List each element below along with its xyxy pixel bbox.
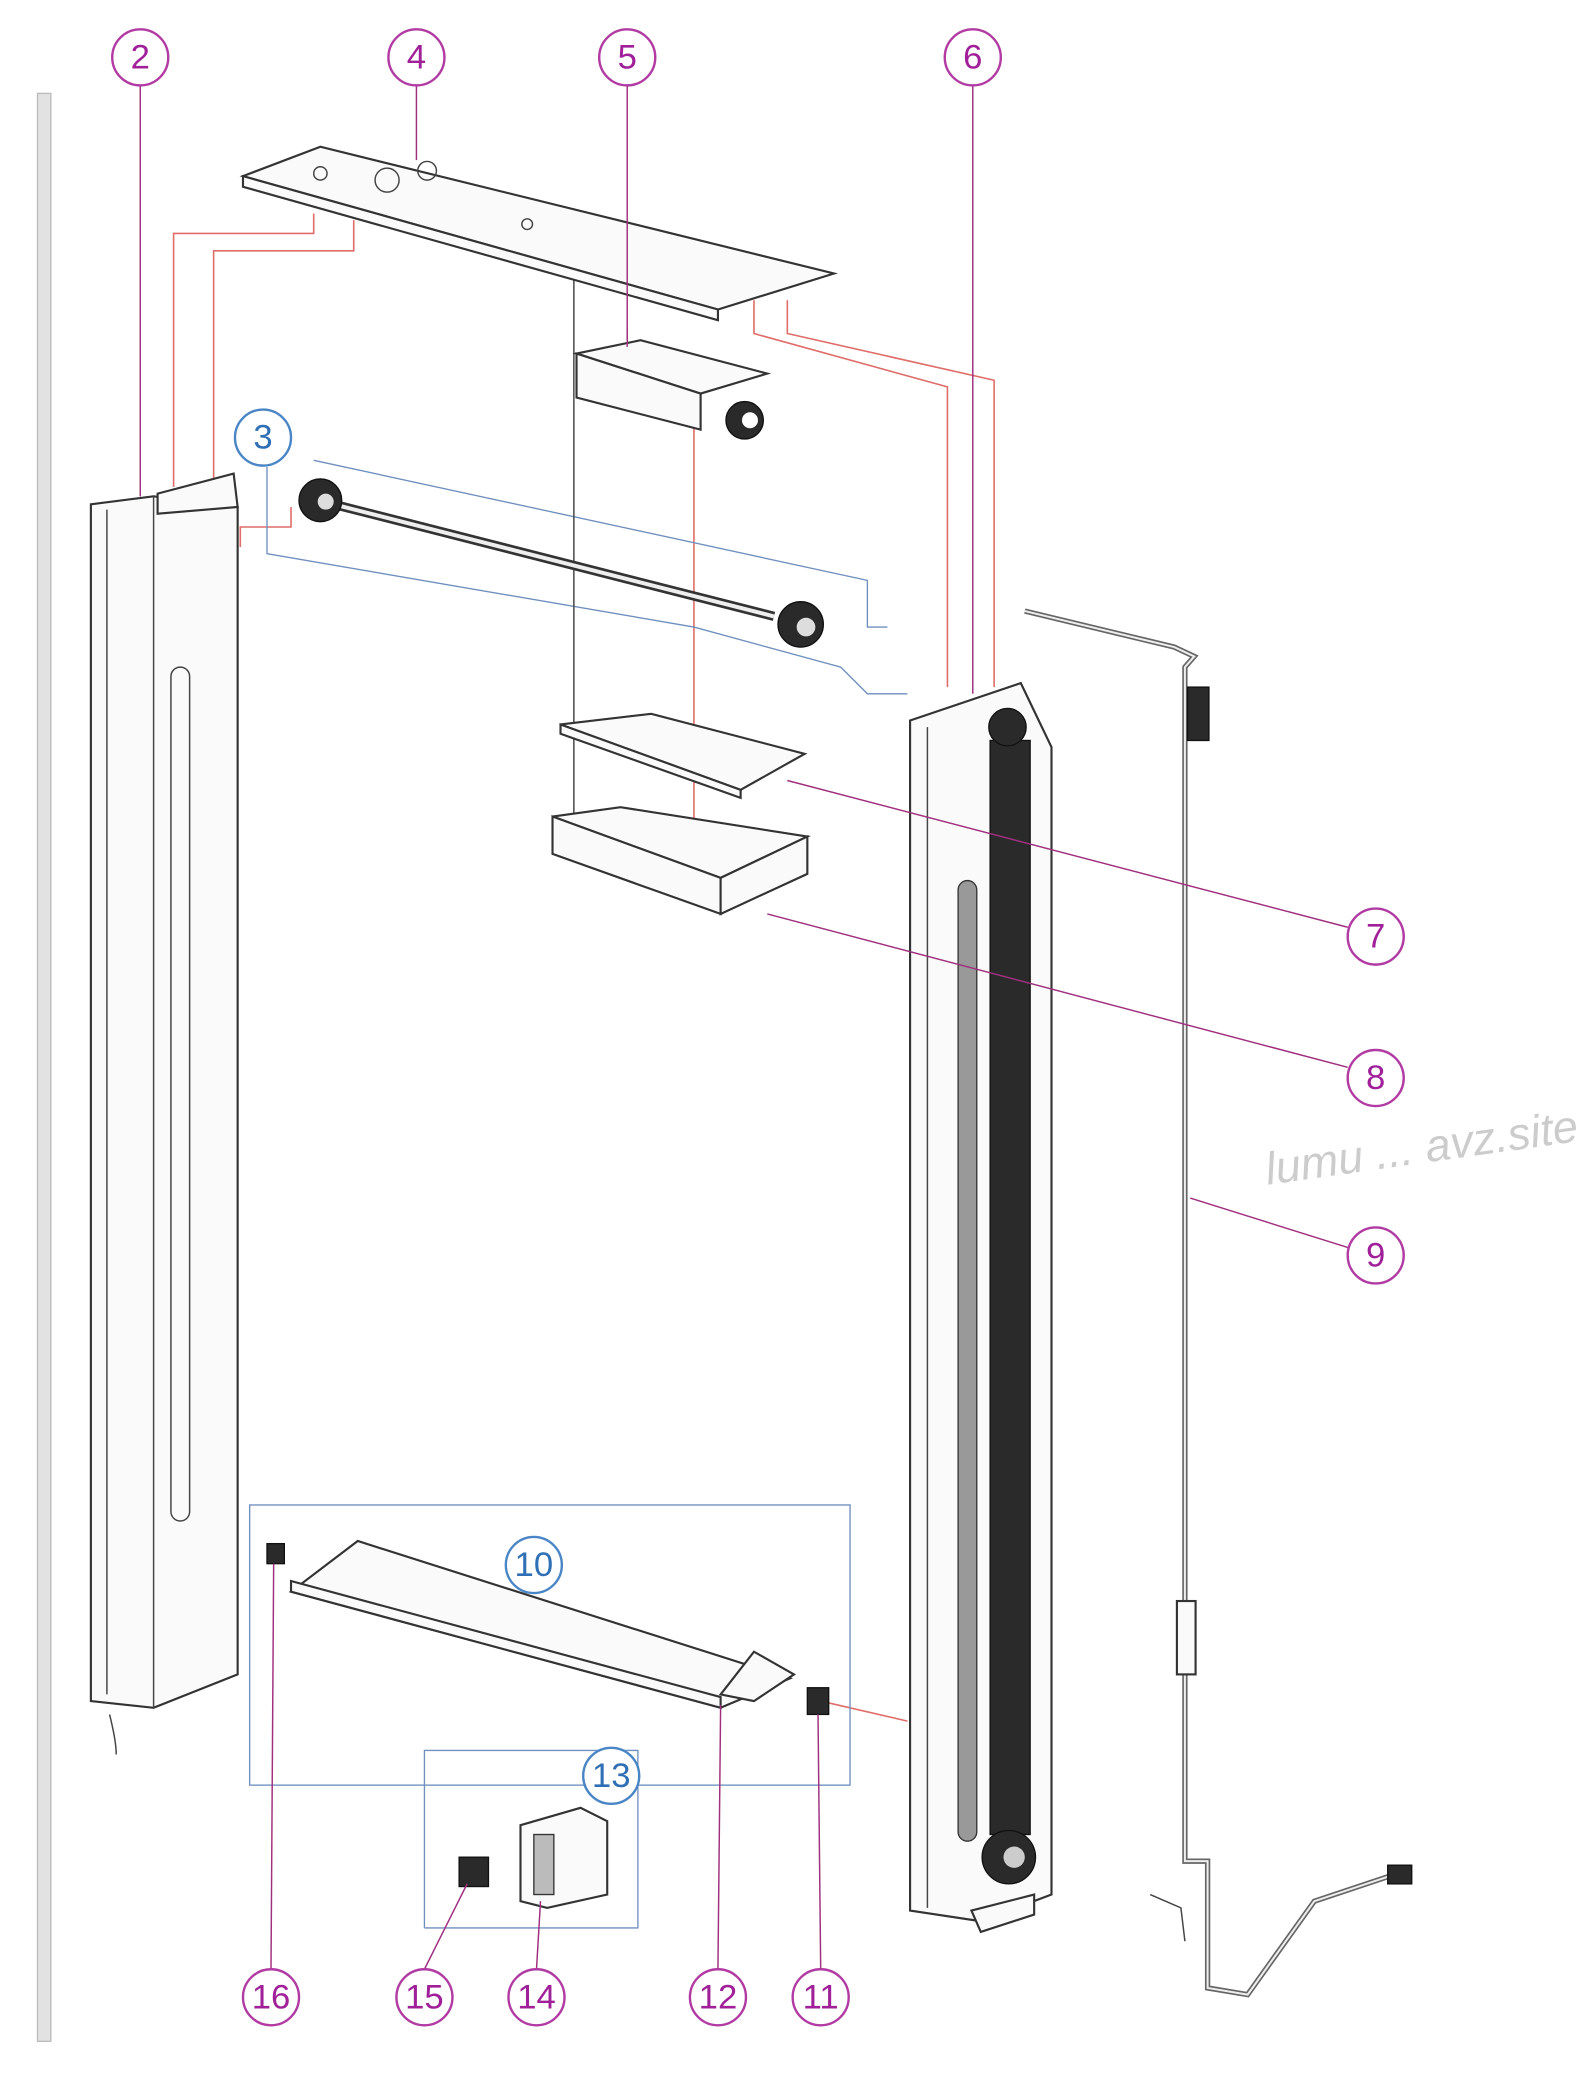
red-guide-lines [172, 213, 995, 1722]
svg-text:10: 10 [515, 1546, 554, 1584]
callout-3: 3 [233, 408, 293, 467]
part-11-bracket [806, 1687, 830, 1716]
callout-15: 15 [395, 1968, 454, 2027]
part-2-left-column [89, 472, 239, 1755]
callout-12: 12 [688, 1968, 748, 2027]
wall-edge [36, 92, 52, 2042]
part-7-tray [559, 712, 808, 800]
callout-9: 9 [1346, 1226, 1405, 1285]
part-3-shaft [298, 478, 825, 648]
svg-text:4: 4 [407, 38, 426, 76]
part-5-motor-box [572, 339, 772, 440]
svg-text:13: 13 [592, 1757, 631, 1795]
svg-text:3: 3 [253, 419, 272, 457]
callout-14: 14 [507, 1968, 566, 2027]
svg-text:11: 11 [803, 1978, 839, 2016]
part-10-bottom-tray [288, 1539, 797, 1710]
callout-8: 8 [1346, 1048, 1405, 1108]
part-14-hinge-bracket [519, 1806, 609, 1909]
svg-text:16: 16 [252, 1978, 291, 2016]
svg-text:5: 5 [618, 38, 637, 76]
svg-text:9: 9 [1366, 1236, 1385, 1274]
svg-text:6: 6 [963, 38, 982, 76]
callout-5: 5 [598, 28, 657, 87]
callout-2: 2 [111, 28, 170, 87]
part-16-bracket [266, 1542, 286, 1565]
part-15-clip [458, 1856, 490, 1888]
svg-text:12: 12 [699, 1978, 738, 2016]
part-8-channel [551, 806, 811, 916]
svg-text:7: 7 [1366, 918, 1385, 956]
svg-text:8: 8 [1366, 1059, 1385, 1097]
svg-text:2: 2 [131, 38, 150, 76]
callout-10: 10 [504, 1535, 564, 1595]
callout-4: 4 [387, 28, 446, 87]
gray-guide-lines [248, 280, 908, 1929]
callout-11: 11 [791, 1968, 850, 2027]
part-6-right-column [909, 681, 1053, 1934]
leader-lines [139, 85, 1348, 1970]
callout-16: 16 [241, 1968, 301, 2027]
callout-7: 7 [1346, 907, 1405, 966]
svg-text:14: 14 [517, 1978, 556, 2016]
svg-text:15: 15 [405, 1978, 444, 2016]
watermark: lumu ... avz.site [1262, 1100, 1581, 1194]
part-9-rod [1024, 608, 1413, 1998]
callout-6: 6 [943, 28, 1002, 87]
part-4-top-plate [239, 145, 839, 322]
callout-13: 13 [581, 1746, 641, 1806]
